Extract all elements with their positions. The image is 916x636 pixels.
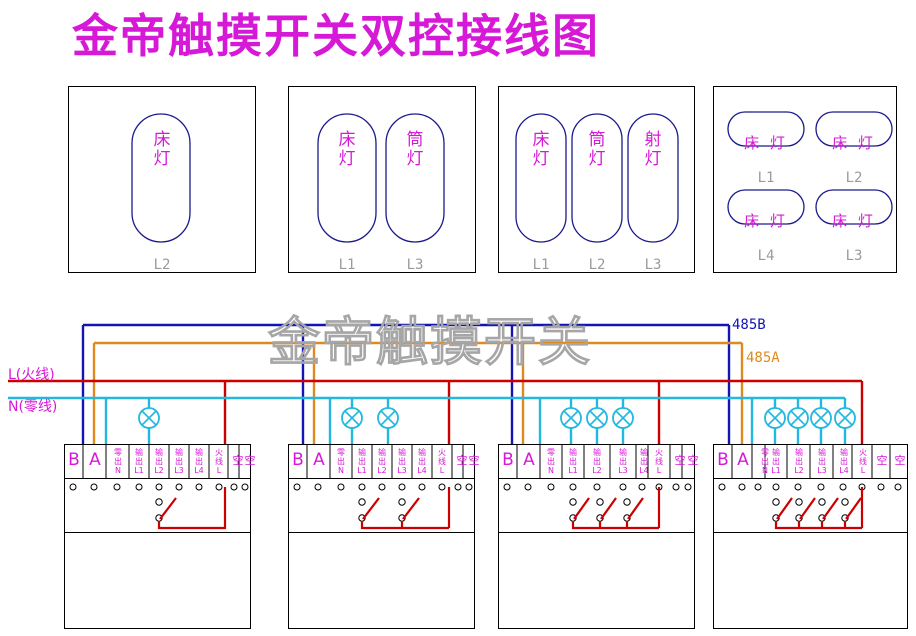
device-3 <box>498 444 695 629</box>
lamp-code: L3 <box>406 257 424 273</box>
terminal-out-L3: 输 出 L3 <box>174 448 184 475</box>
lamp-code: L2 <box>588 257 606 273</box>
terminal-out-L4: 输 出 L4 <box>639 448 649 475</box>
terminal-out-L3: 输 出 L3 <box>397 448 407 475</box>
terminal-N-out: 零 出 N <box>761 448 769 475</box>
switch-L1[interactable] <box>569 497 659 530</box>
terminal-empty-2: 空 <box>687 454 699 467</box>
lamp-name: 床 灯 <box>153 130 171 169</box>
switch-L3[interactable] <box>623 497 644 528</box>
terminal-empty-1: 空 <box>232 454 244 467</box>
bus-485b <box>81 323 731 444</box>
lamp-name: 床 灯 <box>744 134 788 152</box>
lamp-code: L3 <box>644 257 662 273</box>
terminal-out-L1: 输 出 L1 <box>357 448 367 475</box>
terminal-out-L2: 输 出 L2 <box>377 448 387 475</box>
lamp-code: L4 <box>757 248 775 264</box>
terminal-out-L4: 输 出 L4 <box>194 448 204 475</box>
terminal-empty-1: 空 <box>876 454 888 467</box>
terminal-out-L4: 输 出 L4 <box>839 448 849 475</box>
lamp-name: 床 灯 <box>832 134 876 152</box>
lamp-code: L2 <box>153 257 171 273</box>
lamp-code: L3 <box>845 248 863 264</box>
terminal-out-L2: 输 出 L2 <box>794 448 804 475</box>
terminal-A: A <box>737 450 749 470</box>
label-485a: 485A <box>746 350 780 366</box>
terminal-A: A <box>523 450 535 470</box>
terminal-N-out: 零 出 N <box>114 448 122 475</box>
terminal-out-L3: 输 出 L3 <box>817 448 827 475</box>
label-485b: 485B <box>732 317 766 333</box>
bus-live-L <box>8 379 864 444</box>
terminal-N-out: 零 出 N <box>547 448 555 475</box>
terminal-empty-2: 空 <box>894 454 906 467</box>
switch-L1[interactable] <box>358 497 449 530</box>
terminal-live-L: 火 线 L <box>859 448 867 475</box>
lamp-code: L1 <box>532 257 550 273</box>
terminal-out-L1: 输 出 L1 <box>568 448 578 475</box>
page-title: 金帝触摸开关双控接线图 <box>72 9 600 63</box>
switch-L3[interactable] <box>398 497 420 528</box>
terminal-live-L: 火 线 L <box>655 448 663 475</box>
switch-L2[interactable] <box>596 497 617 528</box>
terminal-out-L4: 输 出 L4 <box>417 448 427 475</box>
switch-L1[interactable] <box>772 497 862 530</box>
terminal-out-L1: 输 出 L1 <box>134 448 144 475</box>
lamp-name: 射 灯 <box>644 130 662 169</box>
switch-L3[interactable] <box>818 497 839 528</box>
switch-L4[interactable] <box>841 497 862 528</box>
lamp-name: 床 灯 <box>338 130 356 169</box>
terminal-empty-2: 空 <box>468 454 480 467</box>
watermark: 金帝触摸开关 <box>267 313 593 374</box>
bus-485a <box>92 341 744 444</box>
switch-L2[interactable] <box>155 487 227 530</box>
terminal-B: B <box>292 450 304 470</box>
lamp-name: 床 灯 <box>832 212 876 230</box>
terminal-A: A <box>313 450 325 470</box>
switch-L2[interactable] <box>795 497 816 528</box>
terminal-B: B <box>502 450 514 470</box>
terminal-out-L1: 输 出 L1 <box>771 448 781 475</box>
lamp-name: 筒 灯 <box>588 130 606 169</box>
lamp-code: L1 <box>338 257 356 273</box>
device-4 <box>713 444 908 629</box>
terminal-empty-2: 空 <box>244 454 256 467</box>
label-live-wire: L(火线) <box>8 367 55 383</box>
lamp-name: 筒 灯 <box>406 130 424 169</box>
terminal-B: B <box>717 450 729 470</box>
lamp-code: L1 <box>757 170 775 186</box>
lamp-name: 床 灯 <box>744 212 788 230</box>
lamp-code: L2 <box>845 170 863 186</box>
terminal-empty-1: 空 <box>456 454 468 467</box>
terminal-live-L: 火 线 L <box>438 448 446 475</box>
terminal-A: A <box>89 450 101 470</box>
label-neutral-wire: N(零线) <box>8 399 58 415</box>
device-2 <box>288 444 475 629</box>
lamp-name: 床 灯 <box>532 130 550 169</box>
terminal-B: B <box>68 450 80 470</box>
device-1 <box>64 444 251 629</box>
terminal-N-out: 零 出 N <box>337 448 345 475</box>
bus-neutral-N <box>8 396 856 444</box>
terminal-out-L2: 输 出 L2 <box>592 448 602 475</box>
terminal-empty-1: 空 <box>674 454 686 467</box>
terminal-out-L2: 输 出 L2 <box>154 448 164 475</box>
terminal-live-L: 火 线 L <box>215 448 223 475</box>
terminal-out-L3: 输 出 L3 <box>618 448 628 475</box>
